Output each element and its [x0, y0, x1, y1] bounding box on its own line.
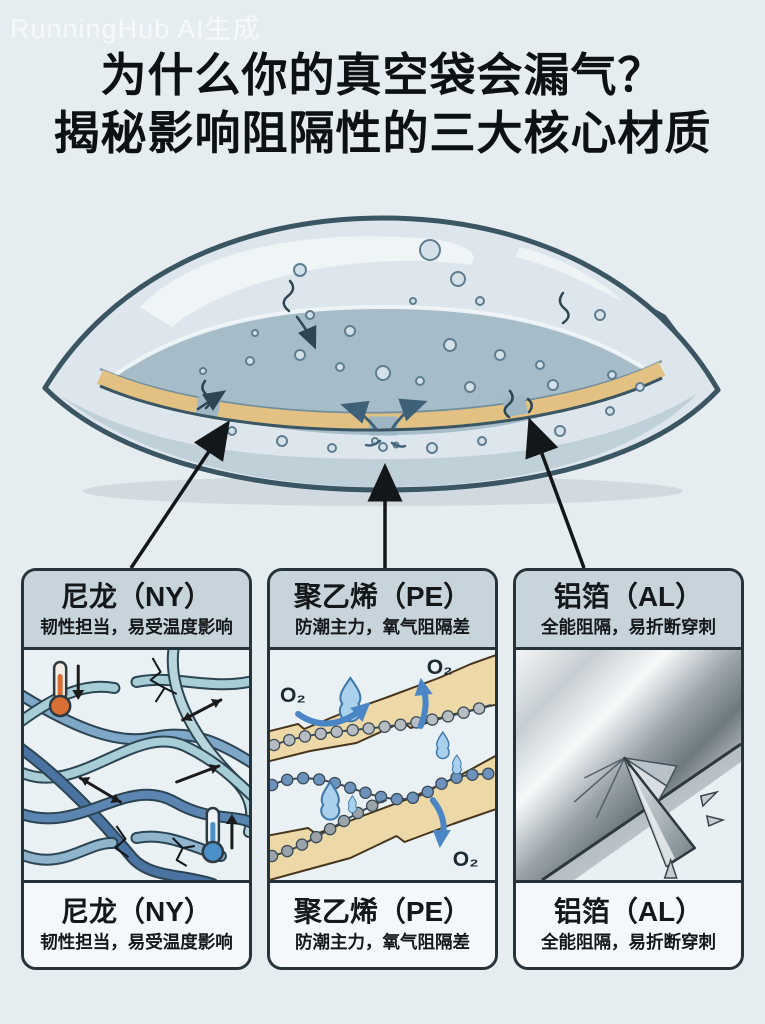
- panel-aluminum-footer-title: 铝箔（AL）: [553, 896, 704, 928]
- bag-highlight: [140, 236, 474, 327]
- panel-nylon-header: 尼龙（NY） 韧性担当，易受温度影响: [24, 571, 249, 648]
- puncture-spike-highlight: [624, 758, 675, 867]
- watermark: RunningHub AI生成: [10, 14, 261, 44]
- puncture-creases: [573, 757, 626, 819]
- water-droplets: [320, 676, 462, 821]
- panel-nylon: 尼龙（NY） 韧性担当，易受温度影响: [21, 568, 252, 971]
- barrier-gap-right: [502, 394, 528, 418]
- o2-label-left: O₂: [280, 684, 306, 707]
- panel-nylon-footer-subtitle: 韧性担当，易受温度影响: [40, 932, 233, 953]
- panel-aluminum-header: 铝箔（AL） 全能阻隔，易折断穿刺: [516, 571, 741, 648]
- bag-lower-film: [62, 393, 698, 487]
- panel-nylon-footer-title: 尼龙（NY）: [61, 896, 212, 928]
- puncture-spike: [623, 756, 697, 868]
- barrier-layer-upper-edge: [99, 359, 663, 415]
- panel-nylon-subtitle: 韧性担当，易受温度影响: [40, 617, 233, 638]
- o2-label-bottom: O₂: [453, 848, 479, 871]
- panel-aluminum-title: 铝箔（AL）: [553, 581, 704, 612]
- foil-fold-line: [541, 742, 741, 881]
- fiber-cracks: [114, 657, 195, 868]
- panel-aluminum-footer-subtitle: 全能阻隔，易折断穿刺: [541, 932, 716, 953]
- o2-label-top: O₂: [427, 656, 453, 679]
- panel-pe-illustration: O₂ O₂ O₂: [270, 647, 495, 884]
- air-bubbles: [199, 239, 645, 454]
- oxygen-arrows: [295, 678, 451, 849]
- panel-pe-header: 聚乙烯（PE） 防潮主力，氧气阻隔差: [270, 571, 495, 648]
- panel-pe-title: 聚乙烯（PE）: [293, 581, 472, 612]
- connector-arrows: [129, 417, 586, 569]
- panel-aluminum: 铝箔（AL） 全能阻隔，易折断穿刺: [513, 568, 744, 971]
- panel-pe-footer: 聚乙烯（PE） 防潮主力，氧气阻隔差: [270, 883, 495, 968]
- impact-flecks: [663, 790, 726, 879]
- panel-nylon-illustration: [24, 647, 249, 884]
- page-title: 为什么你的真空袋会漏气？ 揭秘影响阻隔性的三大核心材质: [0, 47, 765, 162]
- panel-nylon-title: 尼龙（NY）: [61, 581, 212, 612]
- center-leak-arrows: [340, 398, 428, 448]
- title-line-1: 为什么你的真空袋会漏气？: [100, 49, 665, 101]
- panel-aluminum-illustration: [516, 647, 741, 884]
- panel-pe-subtitle: 防潮主力，氧气阻隔差: [295, 617, 470, 638]
- thermometer-hot-icon: [48, 660, 85, 718]
- connector-arrow-left: [129, 420, 230, 569]
- panel-nylon-footer: 尼龙（NY） 韧性担当，易受温度影响: [24, 883, 249, 968]
- panel-aluminum-footer: 铝箔（AL） 全能阻隔，易折断穿刺: [516, 883, 741, 968]
- bag-highlight-small: [515, 247, 622, 301]
- thermometer-cold-icon: [201, 806, 238, 864]
- material-panels: 尼龙（NY） 韧性担当，易受温度影响: [21, 568, 744, 971]
- panel-pe-footer-title: 聚乙烯（PE）: [293, 896, 472, 928]
- panel-pe-footer-subtitle: 防潮主力，氧气阻隔差: [295, 932, 470, 953]
- panel-aluminum-subtitle: 全能阻隔，易折断穿刺: [541, 617, 716, 638]
- barrier-layer-lower-edge: [99, 376, 663, 432]
- bag-upper-lip-highlight: [113, 304, 650, 377]
- panel-pe: 聚乙烯（PE） 防潮主力，氧气阻隔差: [267, 568, 498, 971]
- connector-arrow-right: [525, 417, 586, 569]
- leak-marks: [196, 279, 570, 419]
- title-line-2: 揭秘影响阻隔性的三大核心材质: [53, 106, 712, 159]
- stress-arrows: [78, 698, 223, 804]
